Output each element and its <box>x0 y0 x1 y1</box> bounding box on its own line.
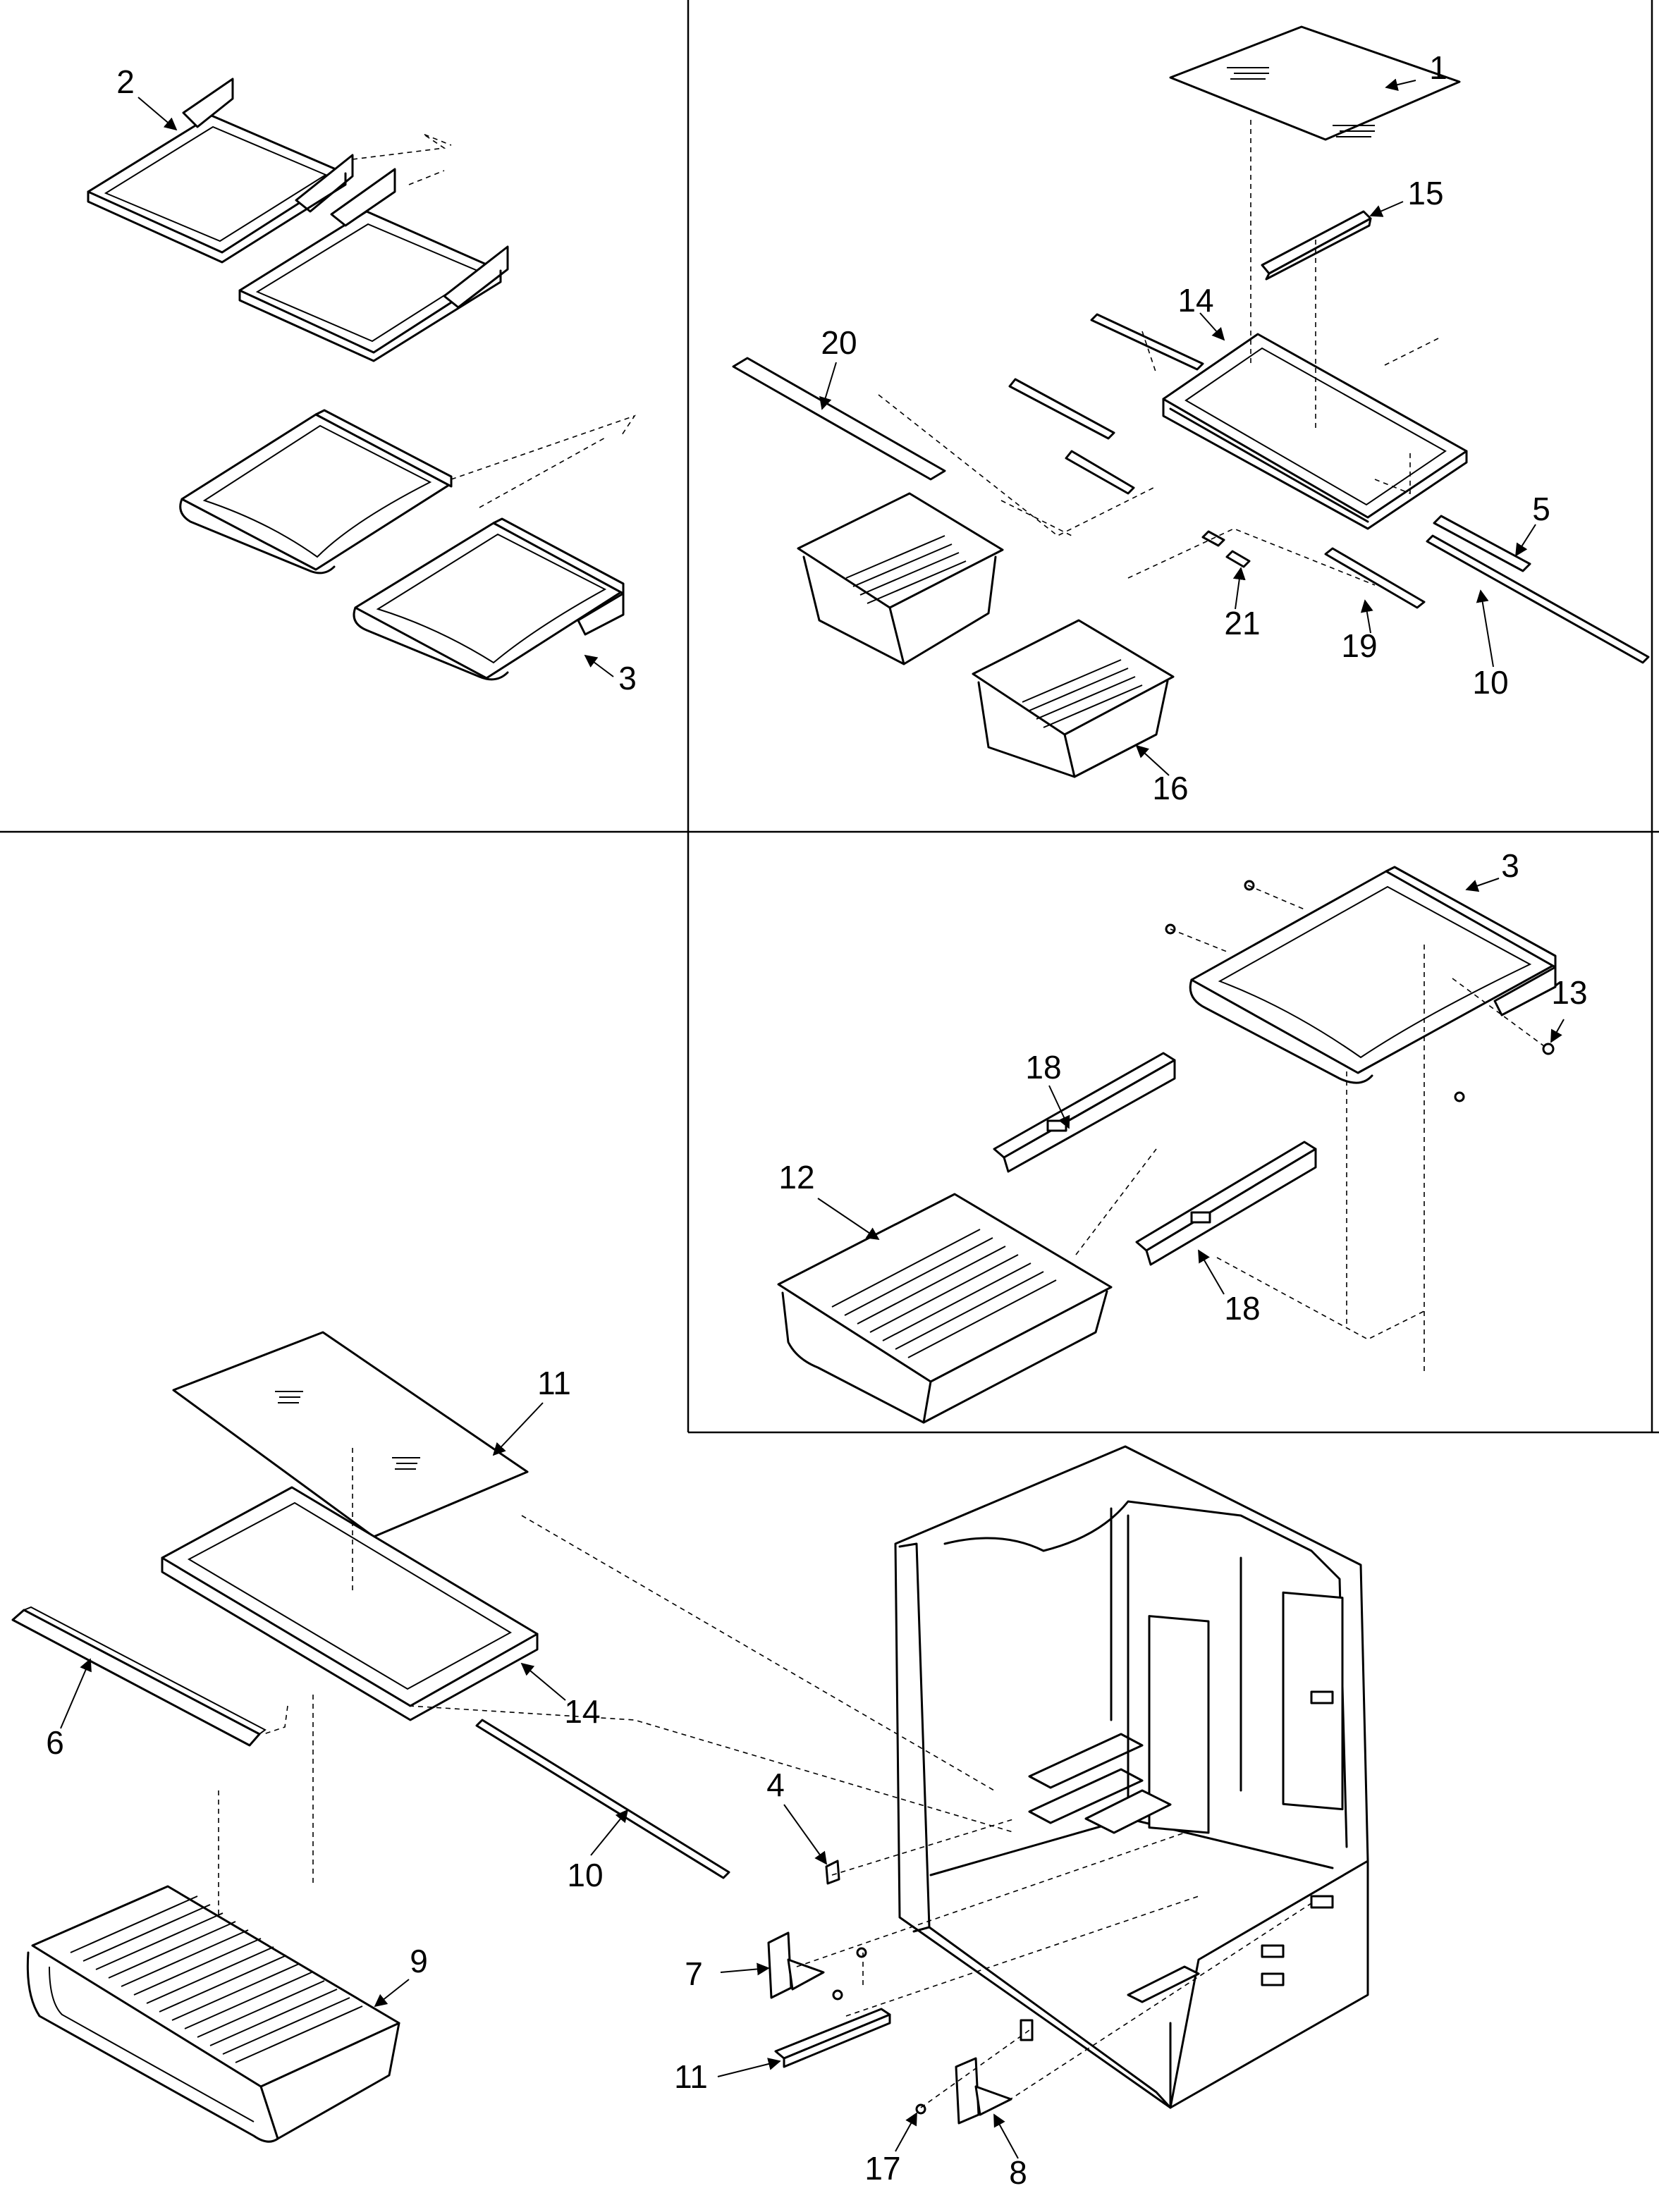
callout-8: 8 <box>1009 2154 1027 2191</box>
glass-11 <box>172 1331 529 1538</box>
rail-5 <box>1433 515 1531 572</box>
frame-14-bottom <box>161 1486 539 1721</box>
callout-2: 2 <box>116 63 135 100</box>
trim-6 <box>11 1606 267 1747</box>
rod-mid <box>1008 378 1115 440</box>
callout-12: 12 <box>778 1159 814 1196</box>
callout-17: 17 <box>864 2150 900 2187</box>
dashed-leaders-p5 <box>218 1448 1312 2108</box>
callout-5: 5 <box>1532 491 1550 527</box>
callout-19: 19 <box>1341 627 1377 664</box>
callout-11-support: 11 <box>674 2058 708 2095</box>
dashed-leaders-p2 <box>878 120 1439 586</box>
callout-13: 13 <box>1551 974 1587 1011</box>
slide-18-upper <box>993 1052 1176 1173</box>
crisper-frame <box>1162 333 1468 530</box>
cabinet-liner <box>894 1445 1369 2109</box>
callout-9: 9 <box>410 1943 428 1979</box>
callout-4: 4 <box>766 1766 785 1803</box>
callout-7: 7 <box>685 1955 703 1992</box>
crisper-drawer-right <box>972 619 1175 778</box>
crisper-glass <box>1169 25 1461 141</box>
callout-21: 21 <box>1224 605 1260 641</box>
callout-14-frame: 14 <box>564 1693 600 1730</box>
dashed-leaders-p1 <box>352 133 636 508</box>
shelf-glass-3 <box>179 409 453 574</box>
rod-19 <box>1324 547 1426 609</box>
rail-10-bottom <box>475 1719 730 1879</box>
callout-1: 1 <box>1429 49 1447 86</box>
support-21 <box>1201 530 1251 568</box>
callout-20: 20 <box>821 324 857 361</box>
slide-18-lower <box>1135 1141 1317 1266</box>
callout-10-bottom: 10 <box>567 1857 603 1893</box>
panel-bottom: 11 14 6 10 9 4 7 11 17 8 <box>11 1331 1369 2191</box>
rail-10 <box>1426 534 1650 664</box>
callout-10: 10 <box>1472 664 1508 701</box>
bracket-8 <box>955 2019 1034 2125</box>
callout-15: 15 <box>1407 175 1443 211</box>
clip-4 <box>825 1860 840 1885</box>
rod-upper <box>1090 313 1204 371</box>
shelf-glass-2 <box>238 168 509 362</box>
panel-top-left: 2 3 <box>87 63 637 696</box>
screw-17 <box>832 1947 926 2115</box>
shelf-glass-4 <box>353 517 625 681</box>
support-mid <box>1065 450 1135 495</box>
panel-top-right: 1 15 14 20 5 21 19 10 16 <box>732 25 1650 806</box>
callout-11-glass: 11 <box>537 1365 571 1401</box>
callout-14: 14 <box>1177 282 1213 319</box>
callout-3-p4: 3 <box>1501 847 1519 884</box>
freezer-drawer-9 <box>26 1885 400 2143</box>
slide-15 <box>1261 210 1372 281</box>
support-11-bottom <box>774 2008 891 2068</box>
meat-pan-12 <box>777 1193 1113 1424</box>
bracket-7 <box>767 1931 825 1999</box>
shelf-glass-1 <box>87 78 354 264</box>
dashed-leaders-p4 <box>1075 885 1545 1372</box>
callout-3: 3 <box>618 660 637 696</box>
shelf-3-lower <box>1189 866 1557 1084</box>
crisper-drawer-left <box>797 492 1004 665</box>
callout-18-upper: 18 <box>1025 1049 1061 1086</box>
callout-6: 6 <box>46 1724 64 1761</box>
callout-18-lower: 18 <box>1224 1290 1260 1327</box>
callout-16: 16 <box>1152 770 1188 806</box>
trim-20 <box>732 357 946 481</box>
panel-mid-right: 3 13 18 12 18 <box>777 847 1588 1424</box>
panel-dividers <box>0 0 1659 1434</box>
